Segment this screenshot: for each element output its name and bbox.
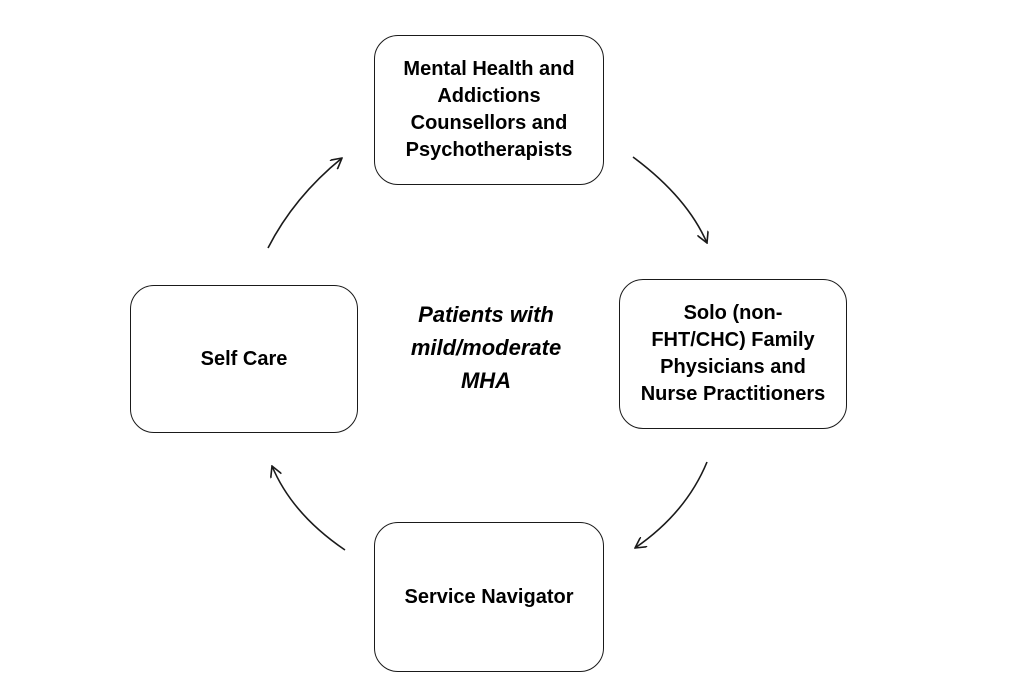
arrow-top-to-right — [632, 156, 707, 243]
node-label: Mental Health and Addictions Counsellors… — [403, 58, 575, 161]
node-service-navigator: Service Navigator — [374, 522, 604, 672]
node-label: Self Care — [200, 347, 288, 370]
node-family-physicians: Solo (non- FHT/CHC) Family Physicians an… — [619, 279, 847, 429]
arrow-left-to-top — [267, 158, 342, 249]
arrow-right-to-bottom — [635, 461, 708, 548]
node-label: Solo (non- FHT/CHC) Family Physicians an… — [640, 302, 826, 405]
node-self-care: Self Care — [130, 285, 358, 433]
node-mental-health-counsellors: Mental Health and Addictions Counsellors… — [374, 35, 604, 185]
node-label: Service Navigator — [404, 585, 574, 608]
center-label: Patients with mild/moderate MHA — [410, 302, 562, 393]
arrow-bottom-to-left — [272, 466, 346, 551]
